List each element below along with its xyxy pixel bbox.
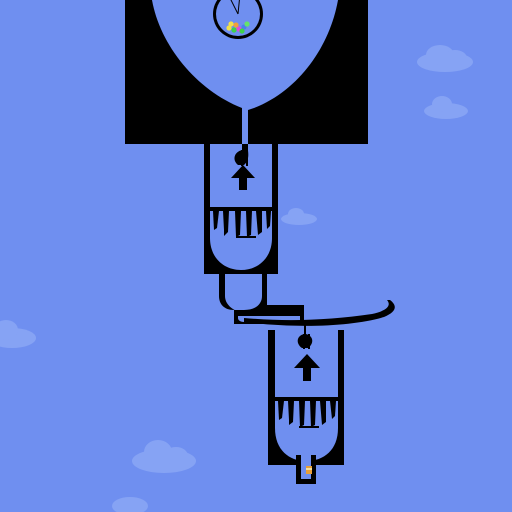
curved-ramp[interactable] xyxy=(244,300,395,326)
upper-chamber xyxy=(204,144,278,274)
lower-chamber xyxy=(268,324,344,484)
up-arrow-icon[interactable] xyxy=(231,165,255,190)
ball xyxy=(239,28,245,34)
ball xyxy=(228,21,234,27)
orange-box-icon xyxy=(306,466,312,474)
clouds xyxy=(0,45,473,512)
cloud-icon xyxy=(281,208,317,225)
comb-fins xyxy=(210,207,272,238)
up-arrow-icon[interactable] xyxy=(294,354,320,381)
cloud-icon xyxy=(424,96,468,119)
cloud-icon xyxy=(417,45,473,72)
ball xyxy=(244,21,250,27)
comb-fins xyxy=(275,397,338,428)
ball-cluster xyxy=(226,21,250,34)
cloud-icon xyxy=(112,497,148,512)
top-hopper xyxy=(125,0,368,144)
ball xyxy=(233,22,239,28)
cloud-icon xyxy=(0,320,36,348)
ball xyxy=(226,25,232,31)
cloud-icon xyxy=(132,440,196,473)
ball xyxy=(231,27,237,33)
